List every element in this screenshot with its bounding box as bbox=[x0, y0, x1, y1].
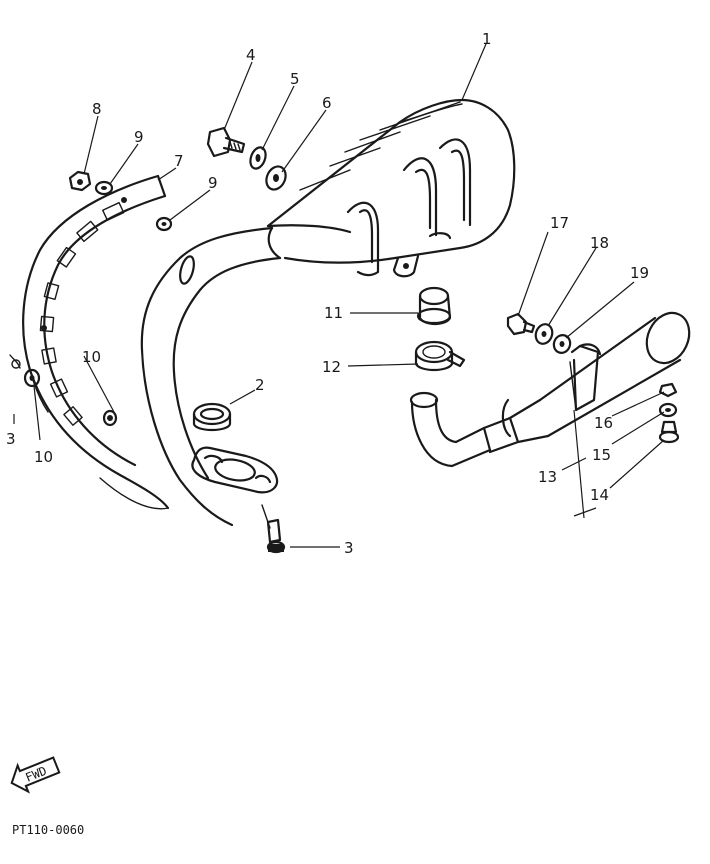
callout-18: 18 bbox=[590, 234, 609, 252]
callout-1: 1 bbox=[482, 30, 492, 48]
bolt-14 bbox=[658, 420, 680, 444]
callout-9b: 9 bbox=[208, 174, 218, 192]
washer-19 bbox=[552, 334, 572, 354]
callout-5: 5 bbox=[290, 70, 300, 88]
nut-10a bbox=[23, 368, 41, 388]
washer-6 bbox=[265, 165, 287, 191]
exhaust-header-pipe bbox=[140, 226, 282, 527]
gasket bbox=[192, 402, 232, 432]
callout-4: 4 bbox=[246, 46, 256, 64]
callout-3-edge: 3 bbox=[6, 430, 16, 448]
callout-13: 13 bbox=[538, 468, 557, 486]
callout-12: 12 bbox=[322, 358, 341, 376]
clamp-12 bbox=[414, 340, 466, 372]
callout-8: 8 bbox=[92, 100, 102, 118]
callout-7: 7 bbox=[174, 152, 184, 170]
callout-19: 19 bbox=[630, 264, 649, 282]
callout-6: 6 bbox=[322, 94, 332, 112]
silencer-tailpipe bbox=[409, 311, 691, 468]
leader-lines bbox=[13, 43, 665, 548]
callout-9a: 9 bbox=[134, 128, 144, 146]
heat-guard bbox=[22, 174, 170, 510]
washer-9a bbox=[94, 180, 114, 196]
nut-10b bbox=[102, 409, 118, 427]
callout-labels: 1 2 3 4 5 6 7 8 9 9 10 10 11 12 13 14 15… bbox=[6, 30, 649, 557]
washer-5 bbox=[249, 146, 267, 170]
washer-15 bbox=[658, 402, 678, 418]
callout-2: 2 bbox=[255, 376, 265, 394]
callout-11: 11 bbox=[324, 304, 343, 322]
washer-18 bbox=[534, 323, 554, 345]
callout-10a: 10 bbox=[82, 348, 101, 366]
bolt-3 bbox=[261, 504, 286, 554]
diagram-code: PT110-0060 bbox=[12, 823, 84, 837]
muffler-body bbox=[266, 98, 516, 278]
callout-15: 15 bbox=[592, 446, 611, 464]
exhaust-flange bbox=[191, 446, 279, 494]
callout-3: 3 bbox=[344, 539, 354, 557]
edge-fragment bbox=[9, 354, 21, 369]
callout-14: 14 bbox=[590, 486, 609, 504]
fwd-arrow-icon: FWD bbox=[10, 756, 61, 794]
nut-8 bbox=[68, 170, 92, 192]
callout-16: 16 bbox=[594, 414, 613, 432]
callout-17: 17 bbox=[550, 214, 569, 232]
grommet-11 bbox=[416, 286, 452, 326]
bolt-17 bbox=[506, 312, 536, 336]
washer-9b bbox=[155, 216, 173, 232]
callout-10b: 10 bbox=[34, 448, 53, 466]
bolt-4 bbox=[206, 126, 246, 158]
nut-16 bbox=[658, 382, 678, 398]
